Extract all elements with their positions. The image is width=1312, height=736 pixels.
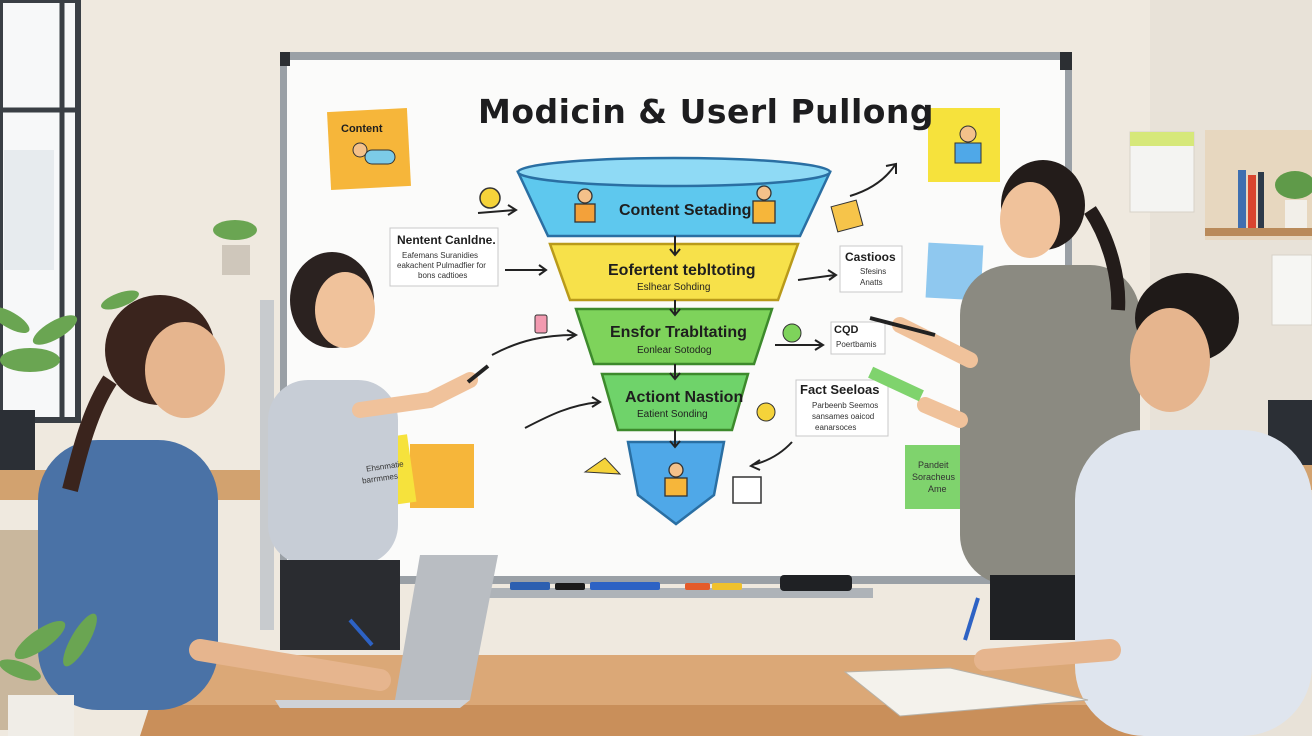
funnel-stage-3 — [574, 307, 774, 366]
sticky-content-label: Content — [341, 123, 383, 135]
monitor-left — [0, 410, 35, 470]
funnel-stage-1-label: Content Setading — [619, 202, 752, 219]
sticky-content — [327, 107, 411, 191]
card-left-line-1: Eafemans Suranidies — [402, 251, 479, 260]
card-right-line-1: Sfesins — [860, 267, 887, 276]
sticky-blue — [925, 242, 984, 301]
sticky-green — [905, 445, 969, 509]
card-right-title: Castioos — [845, 250, 896, 264]
card-fact — [795, 379, 889, 437]
jar-icon — [534, 314, 548, 334]
plant-left — [0, 220, 257, 372]
laptop — [275, 555, 498, 708]
doodle-people — [574, 185, 776, 497]
card-left-line-3: bons cadtioes — [418, 271, 468, 280]
note-icon — [830, 199, 864, 233]
check-icon — [756, 402, 776, 422]
funnel-arrows — [477, 162, 897, 471]
notebook — [843, 667, 1089, 717]
card-fact-title: Fact Seeloas — [800, 382, 880, 397]
marker-tray — [487, 588, 873, 598]
card-cqd — [830, 321, 886, 355]
person-presenter-left — [268, 252, 490, 650]
funnel-stage-4-sublabel: Eatient Sonding — [637, 409, 708, 420]
funnel-stage-2 — [548, 242, 800, 302]
card-right — [839, 245, 903, 293]
plant-bottom-left — [0, 613, 97, 736]
sticky-green-line-2: Soracheus — [912, 472, 956, 482]
sticky-green-line-3: Ame — [928, 484, 947, 494]
card-fact-line-3: eanarsoces — [815, 423, 857, 432]
card-fact-line-1: Parbeenb Seemos — [812, 401, 879, 410]
funnel-stage-2-sublabel: Eslhear Sohding — [637, 282, 711, 293]
card-left — [389, 227, 499, 287]
funnel-stage-2-label: Eofertent tebltoting — [608, 262, 756, 279]
card-cqd-sub: Poertbamis — [836, 340, 877, 349]
card-cqd-title: CQD — [834, 324, 859, 336]
sticky-green-line-1: Pandeit — [918, 460, 949, 470]
funnel-stage-4 — [600, 372, 750, 432]
funnel-stage-3-label: Ensfor Trabltating — [610, 324, 747, 341]
bulb-icon — [479, 187, 501, 209]
eraser — [780, 575, 852, 591]
card-fact-line-2: sansames oaicod — [812, 412, 875, 421]
triangle-icon — [583, 457, 622, 475]
card-left-line-2: eakachent Pulmadfier for — [397, 261, 486, 270]
window — [0, 0, 81, 423]
wall-paper-2 — [1271, 254, 1312, 326]
sticky-orange — [410, 444, 474, 508]
target-icon — [782, 323, 802, 343]
person-seated-right — [963, 273, 1312, 736]
clipboard-icon — [732, 476, 762, 504]
card-right-line-2: Anatts — [860, 278, 883, 287]
funnel-stage-3-sublabel: Eonlear Sotodog — [637, 345, 712, 356]
funnel-stage-4-label: Actiont Nastion — [625, 389, 744, 406]
card-left-title: Nentent Canldne. — [397, 233, 496, 247]
table-edge — [140, 705, 1200, 736]
shelf-right — [1205, 130, 1312, 240]
